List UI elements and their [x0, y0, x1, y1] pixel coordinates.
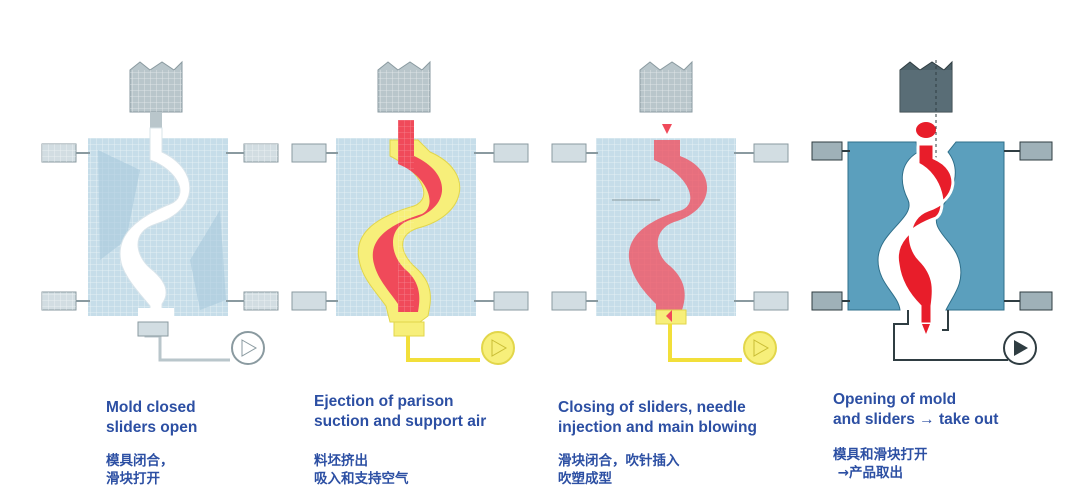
stage-3-caption-cn: 滑块闭合，吹针插入 吹塑成型	[558, 452, 680, 488]
caption-line: Ejection of parison	[314, 393, 454, 410]
caption-line: 滑块闭合，吹针插入	[558, 453, 680, 469]
right-mold-half	[935, 141, 1005, 311]
stage-1-caption-en: Mold closed sliders open	[106, 398, 197, 438]
mold-cavity	[119, 127, 191, 323]
extrusion-head	[377, 60, 431, 113]
finished-product	[895, 142, 955, 326]
stage-4-caption-en: Opening of mold and sliders → take out	[833, 390, 998, 430]
caption-line: 吹塑成型	[558, 471, 612, 487]
caption-line: 模具闭合，	[106, 453, 174, 469]
caption-line: Opening of mold	[833, 391, 957, 408]
caption-line: →产品取出	[833, 465, 904, 481]
left-mold-half	[847, 141, 919, 311]
air-line-and-pump	[393, 321, 515, 365]
parison-ejection-illustration	[291, 60, 529, 365]
slider-cylinders	[811, 141, 1053, 311]
stage-3-diagram	[548, 60, 798, 380]
caption-line: 料坯挤出	[314, 453, 368, 469]
air-line-and-pump	[893, 310, 1037, 365]
caption-line: Closing of sliders, needle	[558, 399, 746, 416]
stage-4-caption-cn: 模具和滑块打开 →产品取出	[833, 446, 928, 482]
stage-1-diagram	[30, 60, 280, 380]
parison	[372, 120, 443, 312]
stage-2-diagram	[290, 60, 540, 380]
slider-cylinders	[551, 143, 789, 311]
sliders-closing-illustration	[551, 60, 789, 365]
stage-1-caption-cn: 模具闭合， 滑块打开	[106, 452, 174, 488]
caption-line: 模具和滑块打开	[833, 447, 928, 463]
caption-line: suction and support air	[314, 413, 487, 430]
mold-block	[88, 138, 228, 316]
caption-line: sliders open	[106, 419, 198, 436]
blown-parison	[628, 140, 708, 310]
caption-line: 吸入和支持空气	[314, 471, 409, 487]
caption-line: Mold closed	[106, 399, 196, 416]
mold-opening-illustration	[811, 60, 1053, 365]
air-line-and-pump	[137, 321, 265, 365]
caption-line: and sliders → take out	[833, 411, 999, 428]
extrusion-head	[639, 60, 693, 134]
mold-closed-illustration	[41, 60, 279, 365]
air-line-and-pump	[655, 309, 777, 365]
stage-4-diagram	[808, 60, 1068, 380]
caption-line: 滑块打开	[106, 471, 160, 487]
stage-3-caption-en: Closing of sliders, needle injection and…	[558, 398, 757, 438]
extrusion-head	[129, 60, 183, 128]
extrusion-head	[899, 60, 953, 180]
stage-2-caption-cn: 料坯挤出 吸入和支持空气	[314, 452, 409, 488]
slider-cylinders	[291, 143, 529, 311]
slider-cylinders	[41, 143, 279, 311]
caption-line: injection and main blowing	[558, 419, 757, 436]
stage-2-caption-en: Ejection of parison suction and support …	[314, 392, 486, 432]
